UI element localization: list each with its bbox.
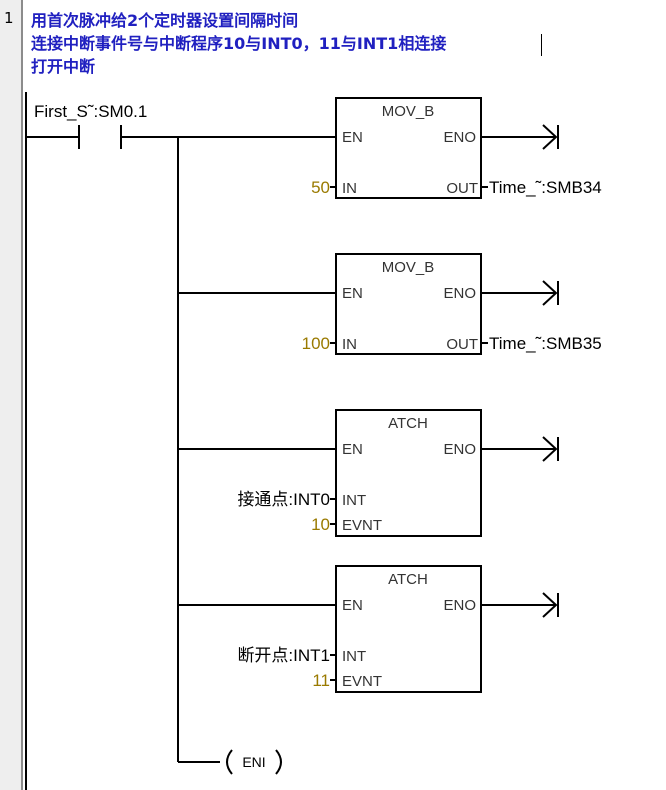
pin-eno: ENO bbox=[443, 129, 476, 146]
pin-in: IN bbox=[342, 336, 357, 353]
pin-evnt: EVNT bbox=[342, 673, 382, 690]
block-title: ATCH bbox=[388, 415, 428, 432]
pin-en: EN bbox=[342, 285, 363, 302]
out-operand[interactable]: Time_˜:SMB35 bbox=[489, 334, 602, 353]
pin-out: OUT bbox=[446, 180, 478, 197]
evnt-constant[interactable]: 11 bbox=[312, 671, 330, 690]
comment-line-2: 连接中断事件号与中断程序10与INT0，11与INT1相连接 bbox=[31, 34, 447, 53]
comment-line-3: 打开中断 bbox=[31, 57, 96, 76]
pin-int: INT bbox=[342, 492, 366, 509]
mov-b-block-1[interactable]: MOV_B EN ENO IN OUT 50 Time_˜:SMB34 bbox=[311, 97, 602, 199]
in-constant[interactable]: 50 bbox=[311, 178, 330, 197]
atch-block-1[interactable]: ATCH EN ENO INT EVNT 接通点:INT0 10 bbox=[237, 409, 559, 537]
pin-in: IN bbox=[342, 180, 357, 197]
pin-evnt: EVNT bbox=[342, 517, 382, 534]
pin-eno: ENO bbox=[443, 285, 476, 302]
evnt-constant[interactable]: 10 bbox=[311, 515, 330, 534]
eno-output-arrow bbox=[542, 124, 558, 150]
eno-output-arrow bbox=[542, 592, 558, 618]
out-operand[interactable]: Time_˜:SMB34 bbox=[489, 178, 602, 197]
pin-en: EN bbox=[342, 129, 363, 146]
network-comment[interactable]: 用首次脉冲给2个定时器设置间隔时间 连接中断事件号与中断程序10与INT0，11… bbox=[31, 9, 446, 78]
network-number: 1 bbox=[4, 9, 14, 27]
pin-en: EN bbox=[342, 597, 363, 614]
block-title: MOV_B bbox=[382, 103, 435, 120]
int-operand[interactable]: 接通点:INT0 bbox=[237, 490, 330, 509]
network-gutter: 1 bbox=[0, 0, 23, 790]
pin-int: INT bbox=[342, 648, 366, 665]
pin-out: OUT bbox=[446, 336, 478, 353]
pin-eno: ENO bbox=[443, 441, 476, 458]
eni-coil[interactable]: ENI bbox=[226, 749, 282, 775]
coil-label: ENI bbox=[242, 754, 265, 770]
pin-eno: ENO bbox=[443, 597, 476, 614]
atch-block-2[interactable]: ATCH EN ENO INT EVNT 断开点:INT1 11 bbox=[237, 565, 559, 693]
eno-output-arrow bbox=[542, 436, 558, 462]
block-title: ATCH bbox=[388, 571, 428, 588]
comment-line-1: 用首次脉冲给2个定时器设置间隔时间 bbox=[31, 11, 299, 30]
mov-b-block-2[interactable]: MOV_B EN ENO IN OUT 100 Time_˜:SMB35 bbox=[302, 253, 602, 355]
contact-label: First_S˜:SM0.1 bbox=[34, 102, 147, 121]
text-cursor bbox=[541, 34, 542, 56]
contact-first-scan[interactable]: First_S˜:SM0.1 bbox=[26, 102, 147, 149]
in-constant[interactable]: 100 bbox=[302, 334, 330, 353]
int-operand[interactable]: 断开点:INT1 bbox=[237, 646, 330, 665]
block-title: MOV_B bbox=[382, 259, 435, 276]
eno-output-arrow bbox=[542, 280, 558, 306]
pin-en: EN bbox=[342, 441, 363, 458]
